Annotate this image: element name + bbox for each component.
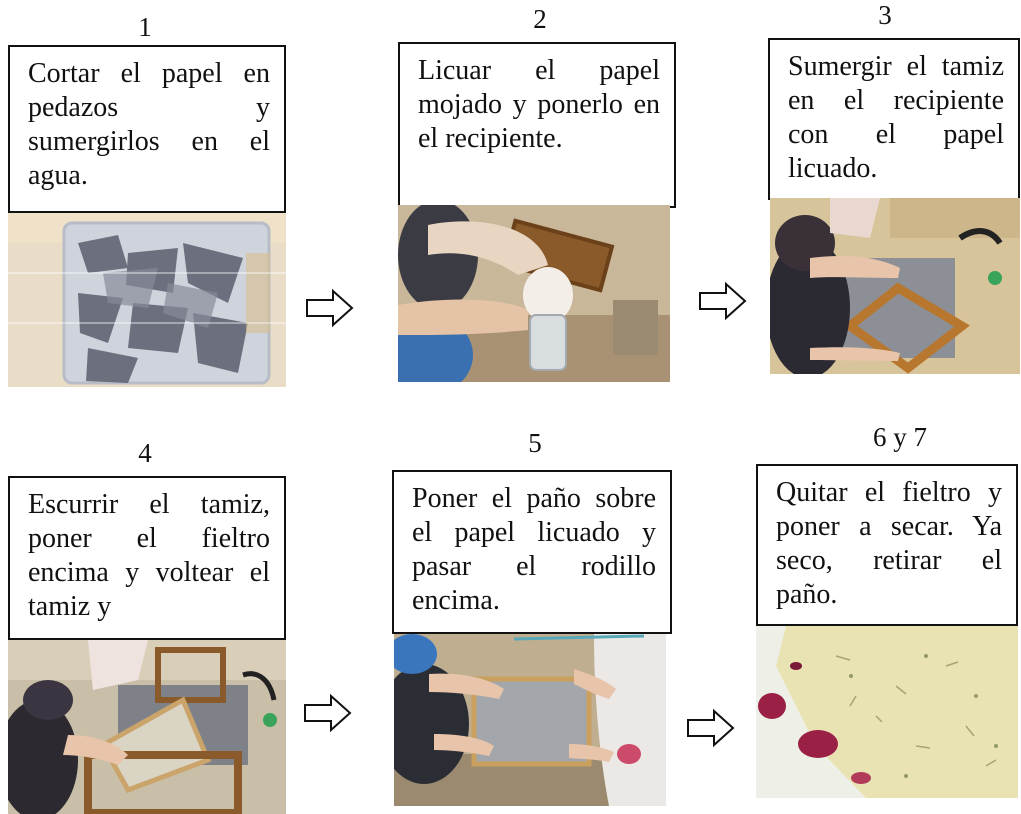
step-4-number: 4 — [138, 438, 152, 468]
step-6-7-number: 6 y 7 — [873, 422, 927, 452]
arrow-right-icon — [303, 693, 353, 733]
step-6-7-instruction: Quitar el fieltro y poner a secar. Ya se… — [756, 464, 1018, 626]
photo-draining-sieve-with-felt — [8, 640, 286, 814]
step-5-instruction: Poner el paño sobre el papel licuado y p… — [392, 470, 672, 634]
step-3-number: 3 — [878, 0, 892, 30]
arrow-right-icon — [698, 281, 748, 321]
step-2-instruction: Licuar el papel mojado y ponerlo en el r… — [398, 42, 676, 208]
arrow-right-icon — [686, 708, 736, 748]
photo-finished-dried-paper — [756, 626, 1018, 798]
step-4-instruction: Escurrir el tamiz, poner el fieltro enci… — [8, 476, 286, 640]
photo-rolling-cloth — [394, 634, 666, 806]
step-2-number: 2 — [533, 4, 547, 34]
photo-submerging-sieve — [770, 198, 1020, 374]
photo-blending-paper — [398, 205, 670, 382]
arrow-right-icon — [305, 288, 355, 328]
step-5-number: 5 — [528, 428, 542, 458]
step-1-instruction: Cortar el papel en pedazos y sumergirlos… — [8, 45, 286, 213]
step-3-instruction: Sumergir el tamiz en el recipiente con e… — [768, 38, 1020, 200]
step-1-number: 1 — [138, 12, 152, 42]
photo-paper-pieces-in-water — [8, 213, 286, 387]
